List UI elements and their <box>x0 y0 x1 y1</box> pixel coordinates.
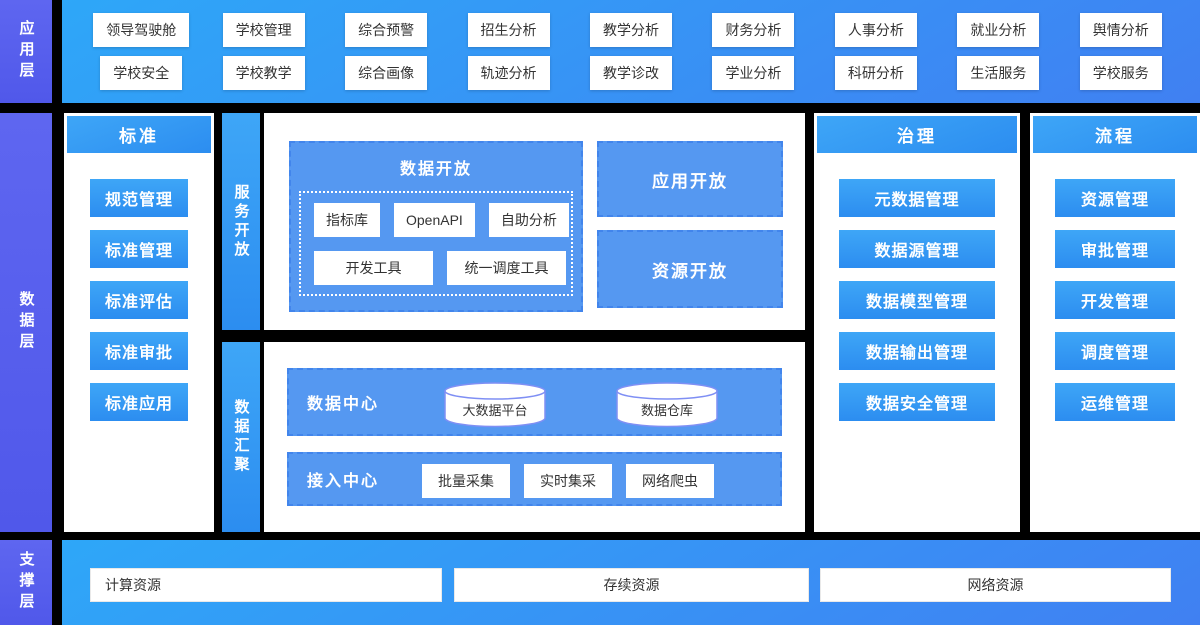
layer-label-support: 支撑层 <box>0 540 52 625</box>
governance-item-datamodel[interactable]: 数据模型管理 <box>839 281 995 319</box>
process-item-operations[interactable]: 运维管理 <box>1055 383 1175 421</box>
app-button-profile[interactable]: 综合画像 <box>345 56 428 91</box>
resource-open-panel-title: 资源开放 <box>652 261 728 281</box>
database-bigdata-label: 大数据平台 <box>462 403 527 418</box>
app-button-research[interactable]: 科研分析 <box>834 56 917 91</box>
standard-column: 标准 规范管理 标准管理 标准评估 标准审批 标准应用 <box>64 113 214 532</box>
resource-open-panel: 资源开放 <box>597 230 783 308</box>
process-column-header: 流程 <box>1033 116 1197 153</box>
app-button-life-service[interactable]: 生活服务 <box>957 56 1040 91</box>
support-network-resource[interactable]: 网络资源 <box>820 568 1171 602</box>
data-open-tools-group: 指标库 OpenAPI 自助分析 开发工具 统一调度工具 <box>299 191 573 296</box>
process-item-scheduling[interactable]: 调度管理 <box>1055 332 1175 370</box>
standard-column-body: 规范管理 标准管理 标准评估 标准审批 标准应用 <box>67 153 211 421</box>
governance-item-datasecurity[interactable]: 数据安全管理 <box>839 383 995 421</box>
app-button-school-service[interactable]: 学校服务 <box>1079 56 1162 91</box>
service-open-bar: 服务开放 <box>222 113 260 330</box>
app-open-panel-title: 应用开放 <box>652 171 728 191</box>
governance-item-dataoutput[interactable]: 数据输出管理 <box>839 332 995 370</box>
standard-item-spec-mgmt[interactable]: 规范管理 <box>90 179 188 217</box>
app-button-school-mgmt[interactable]: 学校管理 <box>222 12 305 47</box>
app-button-finance[interactable]: 财务分析 <box>712 12 795 47</box>
app-button-school-teaching[interactable]: 学校教学 <box>222 56 305 91</box>
database-warehouse-label: 数据仓库 <box>641 403 693 418</box>
tool-dev-tools[interactable]: 开发工具 <box>314 250 433 285</box>
database-cylinder-icon: 数据仓库 <box>616 382 718 428</box>
app-button-diagnosis[interactable]: 教学诊改 <box>589 56 672 91</box>
governance-column-body: 元数据管理 数据源管理 数据模型管理 数据输出管理 数据安全管理 <box>817 153 1017 421</box>
layer-label-application-text: 应用层 <box>17 20 35 83</box>
data-open-panel-title: 数据开放 <box>399 161 472 178</box>
access-web-crawler[interactable]: 网络爬虫 <box>626 464 714 498</box>
access-center-panel-title: 接入中心 <box>307 473 380 490</box>
data-open-tools-row-1: 指标库 OpenAPI 自助分析 <box>314 202 571 237</box>
support-storage-resource[interactable]: 存续资源 <box>454 568 809 602</box>
app-button-opinion[interactable]: 舆情分析 <box>1079 12 1162 47</box>
app-button-enrollment[interactable]: 招生分析 <box>467 12 550 47</box>
app-button-academic[interactable]: 学业分析 <box>712 56 795 91</box>
service-open-card: 数据开放 指标库 OpenAPI 自助分析 开发工具 统一调度工具 应用开放 资… <box>264 113 805 330</box>
database-cylinder-icon: 大数据平台 <box>444 382 546 428</box>
access-batch-collect[interactable]: 批量采集 <box>422 464 510 498</box>
tool-openapi[interactable]: OpenAPI <box>394 202 475 237</box>
application-layer-band: 领导驾驶舱 学校管理 综合预警 招生分析 教学分析 财务分析 人事分析 就业分析… <box>62 0 1200 103</box>
layer-label-application: 应用层 <box>0 0 52 103</box>
process-item-resource[interactable]: 资源管理 <box>1055 179 1175 217</box>
standard-item-std-mgmt[interactable]: 标准管理 <box>90 230 188 268</box>
governance-item-datasource[interactable]: 数据源管理 <box>839 230 995 268</box>
app-button-warning[interactable]: 综合预警 <box>345 12 428 47</box>
data-center-panel-title: 数据中心 <box>307 396 380 413</box>
data-open-panel: 数据开放 指标库 OpenAPI 自助分析 开发工具 统一调度工具 <box>289 141 583 312</box>
data-gather-card: 数据中心 大数据平台 数据仓库 接入中心 批量采集 实时集采 网络爬虫 <box>264 342 805 532</box>
tool-indicator-library[interactable]: 指标库 <box>314 202 380 237</box>
access-center-panel: 接入中心 批量采集 实时集采 网络爬虫 <box>287 452 782 506</box>
standard-item-std-eval[interactable]: 标准评估 <box>90 281 188 319</box>
application-button-grid: 领导驾驶舱 学校管理 综合预警 招生分析 教学分析 财务分析 人事分析 就业分析… <box>62 0 1200 103</box>
standard-item-std-approve[interactable]: 标准审批 <box>90 332 188 370</box>
app-button-hr[interactable]: 人事分析 <box>834 12 917 47</box>
layer-label-data-text: 数据层 <box>17 291 35 354</box>
layer-label-data: 数据层 <box>0 113 52 532</box>
app-open-panel: 应用开放 <box>597 141 783 217</box>
data-gather-bar: 数据汇聚 <box>222 342 260 532</box>
support-computing-resource[interactable]: 计算资源 <box>90 568 442 602</box>
governance-column-header: 治理 <box>817 116 1017 153</box>
process-column-body: 资源管理 审批管理 开发管理 调度管理 运维管理 <box>1033 153 1197 421</box>
data-gather-bar-text: 数据汇聚 <box>232 399 250 475</box>
standard-column-header: 标准 <box>67 116 211 153</box>
standard-item-std-apply[interactable]: 标准应用 <box>90 383 188 421</box>
app-button-teaching-analysis[interactable]: 教学分析 <box>589 12 672 47</box>
process-item-approval[interactable]: 审批管理 <box>1055 230 1175 268</box>
process-item-development[interactable]: 开发管理 <box>1055 281 1175 319</box>
app-button-employment[interactable]: 就业分析 <box>957 12 1040 47</box>
app-button-cockpit[interactable]: 领导驾驶舱 <box>93 12 190 47</box>
support-layer-band: 计算资源 存续资源 网络资源 <box>62 540 1200 625</box>
tool-self-analysis[interactable]: 自助分析 <box>488 202 569 237</box>
data-center-panel: 数据中心 大数据平台 数据仓库 <box>287 368 782 436</box>
layer-label-support-text: 支撑层 <box>17 551 35 614</box>
app-button-trajectory[interactable]: 轨迹分析 <box>467 56 550 91</box>
access-realtime-collect[interactable]: 实时集采 <box>524 464 612 498</box>
process-column: 流程 资源管理 审批管理 开发管理 调度管理 运维管理 <box>1030 113 1200 532</box>
service-open-bar-text: 服务开放 <box>232 183 250 260</box>
tool-unified-scheduler[interactable]: 统一调度工具 <box>447 250 566 285</box>
data-open-tools-row-2: 开发工具 统一调度工具 <box>314 250 571 285</box>
governance-item-metadata[interactable]: 元数据管理 <box>839 179 995 217</box>
app-button-safety[interactable]: 学校安全 <box>100 56 183 91</box>
governance-column: 治理 元数据管理 数据源管理 数据模型管理 数据输出管理 数据安全管理 <box>814 113 1020 532</box>
